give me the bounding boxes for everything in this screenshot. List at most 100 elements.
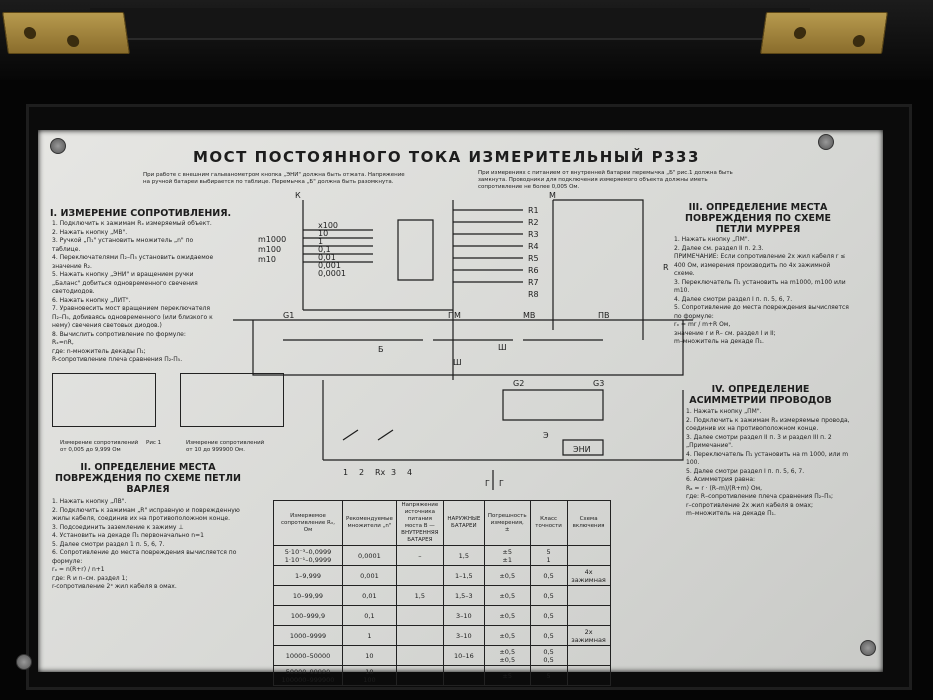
terminal-label: 1 bbox=[343, 468, 348, 477]
section1-line: 8. Вычислить сопротивление по формуле: bbox=[52, 330, 186, 338]
section3-line: значение r и R– см. раздел I и II; bbox=[674, 329, 776, 337]
section1-line: 7. Уравновесить мост вращением переключа… bbox=[52, 305, 213, 329]
panel-figure-1 bbox=[52, 373, 156, 427]
section3-line: m–множитель на декаде П₁. bbox=[674, 338, 764, 345]
section4-line: где: R–сопротивление плеча сравнения П₂–… bbox=[686, 493, 834, 500]
table-cell: 10000–50000 bbox=[273, 645, 343, 666]
section4-line: 2. Подключить к зажимам Rₓ измеряемые пр… bbox=[686, 416, 850, 433]
label-g2: G2 bbox=[513, 379, 524, 388]
table-header: Схема включения bbox=[566, 500, 611, 546]
section2-line: 5. Далее смотри раздел 1 п. 5, 6, 7. bbox=[52, 540, 165, 548]
table-cell: 3–10 bbox=[442, 605, 485, 626]
table-cell: 10 100 bbox=[342, 665, 397, 686]
table-cell: 1,5–3 bbox=[442, 585, 485, 606]
resistor-label: R6 bbox=[528, 266, 539, 275]
section1-heading: I. ИЗМЕРЕНИЕ СОПРОТИВЛЕНИЯ. bbox=[50, 208, 232, 219]
label-pv: ПВ bbox=[598, 311, 610, 320]
resistor-label: R1 bbox=[528, 206, 539, 215]
label-pm: ПМ bbox=[448, 311, 461, 320]
resistor-label: R2 bbox=[528, 218, 539, 227]
table-cell: ±0,5 bbox=[483, 605, 531, 626]
section2-line: 4. Установить на декаде П₁ первоначально… bbox=[52, 532, 204, 539]
table-cell: ±0,5 bbox=[483, 565, 531, 586]
m-label: m1000 bbox=[258, 235, 286, 244]
table-cell bbox=[395, 605, 444, 626]
plate-screw bbox=[16, 654, 32, 670]
table-cell: 50000–99990 100000–999900 bbox=[273, 665, 343, 686]
label-g: Г bbox=[485, 479, 490, 488]
table-cell: 4х зажимная bbox=[566, 565, 611, 586]
section2-line: 2. Подключить к зажимам „R" исправную и … bbox=[52, 506, 240, 523]
section2-line: r-сопротивление 2ˣ жил кабеля в омах. bbox=[52, 583, 177, 590]
table-cell: 10–16 bbox=[442, 645, 485, 666]
label-g-2: Г bbox=[499, 479, 504, 488]
table-cell: 1000–9999 bbox=[273, 625, 343, 646]
section4-line: 5. Далее смотри раздел I п. п. 5, 6, 7. bbox=[686, 467, 805, 475]
right-hinge bbox=[760, 12, 888, 54]
panel-figure-2 bbox=[180, 373, 284, 427]
table-cell bbox=[395, 565, 444, 586]
section2-line: 6. Сопротивление до места повреждения вы… bbox=[52, 549, 237, 565]
section1-line: Rₓ=nR, bbox=[52, 339, 74, 346]
note-right: При измерениях с питанием от внутренней … bbox=[478, 170, 733, 190]
section3-line: 5. Сопротивление до места повреждения вы… bbox=[674, 304, 849, 320]
table-cell: 1–1,5 bbox=[442, 565, 485, 586]
m-label: m10 bbox=[258, 255, 276, 264]
label-e: Э bbox=[543, 431, 549, 440]
section1-line: 6. Нажать кнопку „ЛИТ". bbox=[52, 296, 131, 304]
hinge-screw bbox=[852, 35, 866, 47]
table-cell bbox=[566, 545, 611, 566]
section3-line: rₓ = mr / m+R Ом, bbox=[674, 321, 731, 328]
resistor-label: R5 bbox=[528, 254, 539, 263]
bridge-schematic: К М R G1 G2 G3 Б ПМ МВ ПВ Ш Ш ЭНИ Э Г Г … bbox=[233, 191, 693, 490]
table-cell: 3–10 bbox=[442, 625, 485, 646]
resistor-label: R7 bbox=[528, 278, 539, 287]
resistor-label: R8 bbox=[528, 290, 539, 299]
table-cell: 0,1 bbox=[342, 605, 397, 626]
label-sh1: Ш bbox=[453, 358, 462, 367]
table-cell: 0,001 bbox=[342, 565, 397, 586]
multiplier-label: 0,1 bbox=[318, 245, 331, 254]
table-cell: 2х зажимная bbox=[566, 625, 611, 646]
section1-line: 2. Нажать кнопку „МВ". bbox=[52, 228, 128, 236]
label-g3: G3 bbox=[593, 379, 604, 388]
table-header: Напряжение источника питания моста В — В… bbox=[395, 500, 444, 546]
table-cell: ±5 ±1 bbox=[483, 545, 531, 566]
table-cell: 0,5 bbox=[529, 625, 568, 646]
label-b: Б bbox=[378, 345, 384, 354]
table-cell: 5 bbox=[529, 665, 568, 686]
label-mv: МВ bbox=[523, 311, 535, 320]
table-cell bbox=[442, 665, 485, 686]
section1-line: где: n-множитель декады П₁; bbox=[52, 347, 146, 355]
m-label: m100 bbox=[258, 245, 281, 254]
section3-line: 2. Далее см. раздел II п. 2.3. bbox=[674, 244, 764, 252]
left-hinge bbox=[2, 12, 130, 54]
multiplier-label: x100 bbox=[318, 221, 338, 230]
table-cell: 0,01 bbox=[342, 585, 397, 606]
table-cell: 0,5 bbox=[529, 585, 568, 606]
section1-line: 1. Подключить к зажимам Rₓ измеряемый об… bbox=[52, 220, 212, 227]
table-cell: 0,5 bbox=[529, 565, 568, 586]
table-header: Класс точности bbox=[529, 500, 568, 546]
section4-line: Rₐ = r · (R–m)/(R+m) Ом, bbox=[686, 484, 763, 492]
section2-line: где: R и n–см. раздел 1; bbox=[52, 574, 128, 582]
resistor-label: R4 bbox=[528, 242, 539, 251]
section3-line: 3. Переключатель П₁ установить на m1000,… bbox=[674, 278, 846, 295]
instruction-plate: МОСТ ПОСТОЯННОГО ТОКА ИЗМЕРИТЕЛЬНЫЙ Р333… bbox=[16, 130, 883, 686]
section3-text: 1. Нажать кнопку „ПМ".2. Далее см. разде… bbox=[674, 236, 849, 347]
table-cell bbox=[566, 585, 611, 606]
table-cell: ±0,5 bbox=[483, 625, 531, 646]
terminal-label: 2 bbox=[359, 468, 364, 477]
table-cell bbox=[566, 665, 611, 686]
section4-line: 3. Далее смотри раздел II п. 3 и раздел … bbox=[686, 433, 832, 450]
label-m: М bbox=[549, 191, 556, 200]
label-k: К bbox=[295, 191, 301, 200]
table-cell: ±0,5 ±0,5 bbox=[483, 645, 531, 666]
